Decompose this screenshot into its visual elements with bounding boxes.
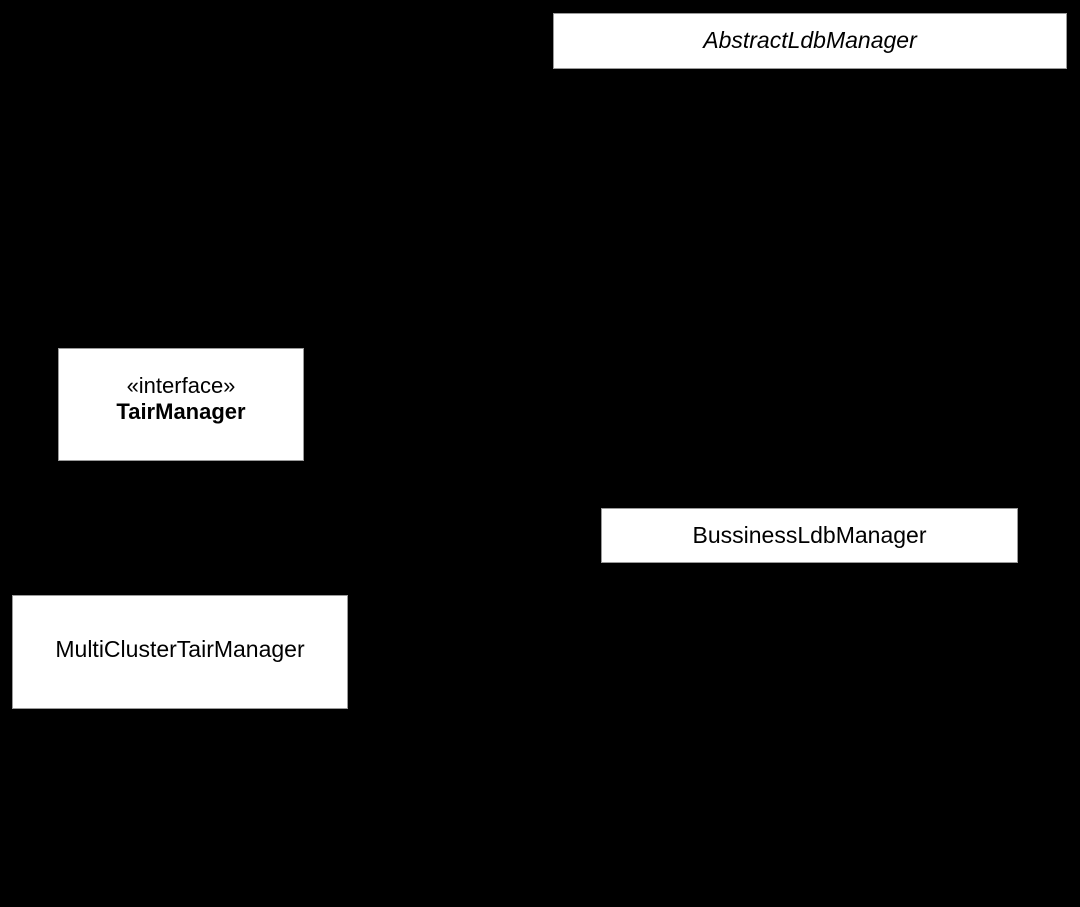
uml-class-multi-cluster-tair-manager[interactable]: MultiClusterTairManager	[12, 595, 348, 709]
uml-class-abstract-ldb-manager[interactable]: AbstractLdbManager	[553, 13, 1067, 69]
uml-class-tair-manager[interactable]: «interface» TairManager	[58, 348, 304, 461]
class-name-label: TairManager	[116, 398, 246, 424]
class-name-label: MultiClusterTairManager	[55, 636, 305, 662]
uml-class-bussiness-ldb-manager[interactable]: BussinessLdbManager	[601, 508, 1018, 563]
class-name-label: AbstractLdbManager	[703, 27, 917, 54]
class-stereotype-label: «interface»	[126, 373, 236, 398]
class-name-label: BussinessLdbManager	[692, 521, 927, 548]
